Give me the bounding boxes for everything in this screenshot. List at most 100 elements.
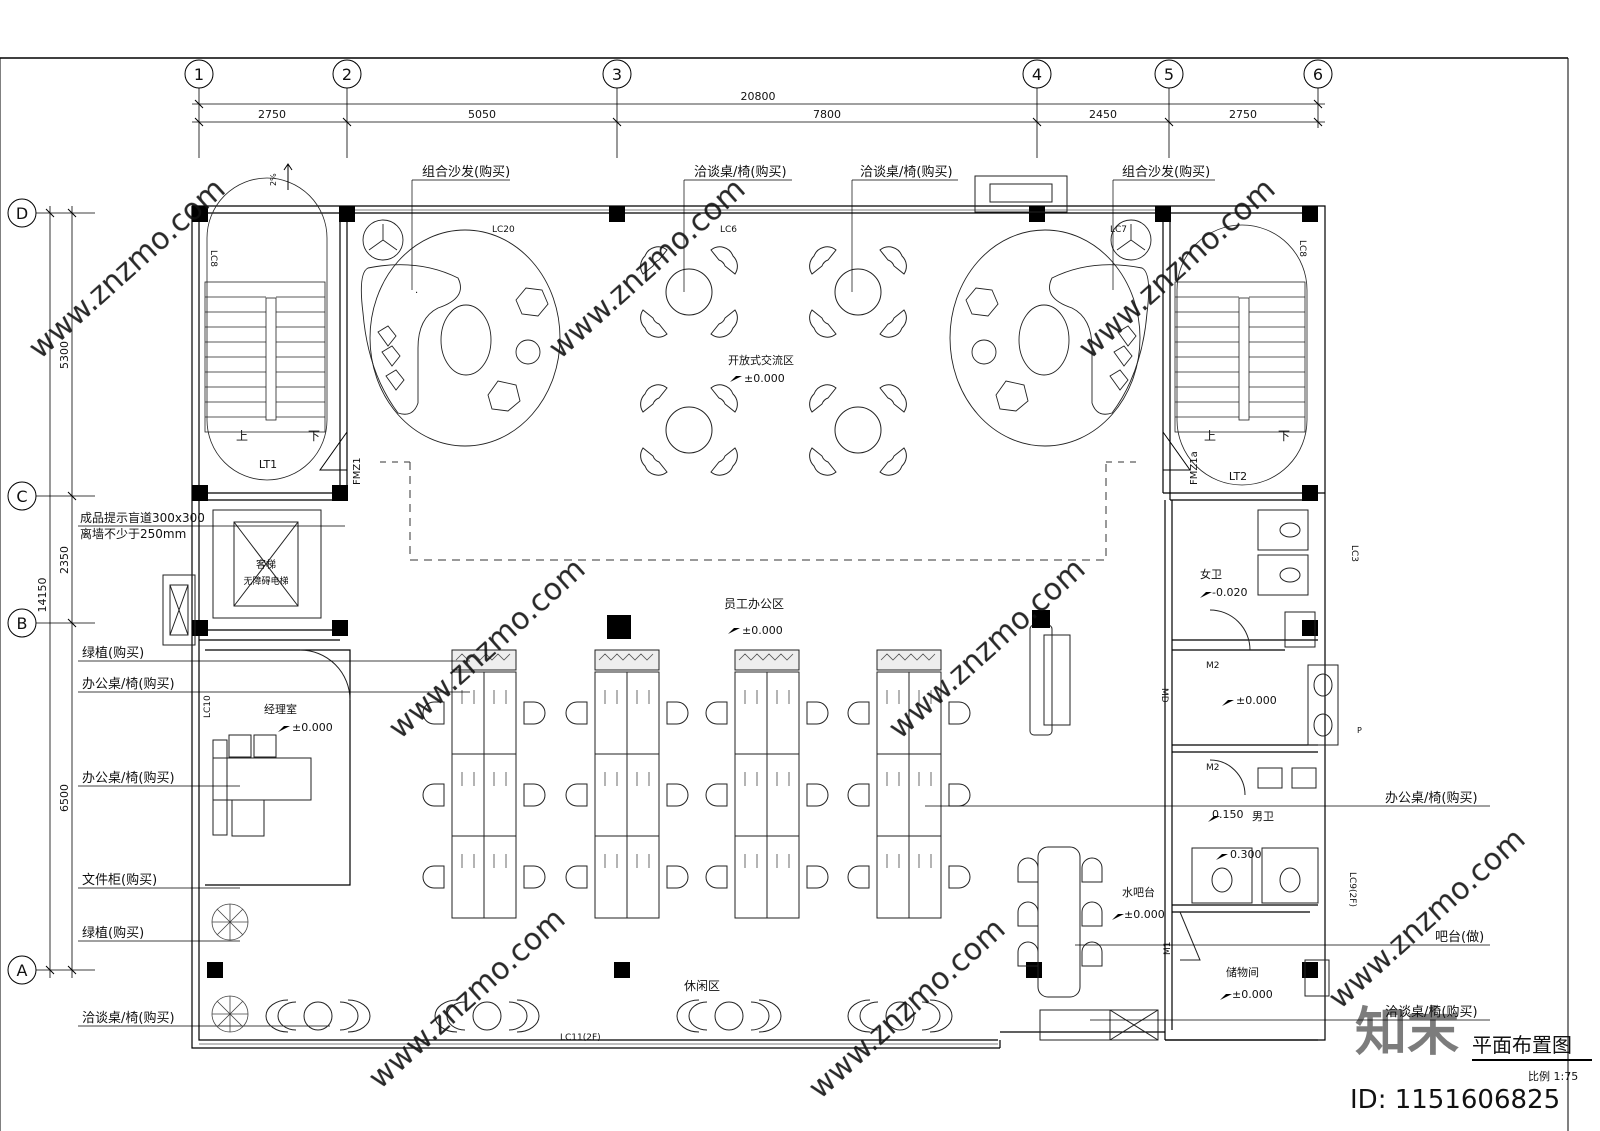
- watermark-text-4: www.znzmo.com: [382, 552, 592, 746]
- stair-right: [1174, 224, 1308, 486]
- elev-women-wc: -0.020: [1212, 586, 1247, 599]
- long-sofa: [1029, 624, 1053, 736]
- dim-left-total: 14150: [36, 578, 49, 613]
- grid-row-d: D: [16, 204, 28, 223]
- callout-desk-1: 办公桌/椅(购买): [82, 676, 175, 692]
- watermark-logo: 知末: [1355, 1003, 1459, 1063]
- label-lc20: LC20: [492, 225, 515, 235]
- note-blind-path-2: 离墙不少于250mm: [80, 526, 186, 541]
- label-md: MD: [1159, 688, 1169, 703]
- label-lc6: LC6: [720, 225, 737, 235]
- grid-col-2: 2: [342, 65, 352, 84]
- stair-left: [204, 177, 328, 481]
- water-bar: [1017, 846, 1159, 1041]
- door-fm-left: FMZ1: [352, 457, 363, 485]
- wash-basins: [1307, 664, 1339, 746]
- label-lc11: LC11(2F): [560, 1033, 601, 1043]
- label-m2-a: M2: [1206, 661, 1220, 671]
- label-women-wc: 女卫: [1200, 567, 1222, 581]
- watermark-text-7: www.znzmo.com: [802, 912, 1012, 1106]
- elev-men-wc: 0.150: [1212, 808, 1244, 821]
- dim-total: 20800: [741, 90, 776, 103]
- label-sofa-right: 组合沙发(购买): [1122, 164, 1210, 180]
- label-lc9: LC9(2F): [1347, 872, 1357, 907]
- stair-right-label: LT2: [1229, 470, 1247, 483]
- elev-open-area: ±0.000: [744, 372, 785, 385]
- callout-desk-2: 办公桌/椅(购买): [82, 770, 175, 786]
- dim-span-5: 2750: [1229, 108, 1257, 121]
- label-table-a: 洽谈桌/椅(购买): [694, 164, 787, 180]
- building-walls: [191, 205, 1326, 1049]
- equipment-unit: [974, 175, 1068, 213]
- elev-storage: ±0.000: [1232, 988, 1273, 1001]
- elev-water-bar: ±0.000: [1124, 908, 1165, 921]
- grid-col-5: 5: [1164, 65, 1174, 84]
- watermark-text-6: www.znzmo.com: [362, 902, 572, 1096]
- elevator-label-2: 无障碍电梯: [243, 575, 288, 587]
- elevator-label: 客梯: [256, 558, 276, 571]
- urinals: [1209, 759, 1317, 796]
- left-callouts: [78, 660, 470, 1027]
- label-men-wc: 男卫: [1252, 810, 1274, 823]
- grid-column-markers: 1 2 3 4 5 6: [184, 59, 1333, 158]
- men-stalls: [1191, 847, 1319, 904]
- grid-col-4: 4: [1032, 65, 1042, 84]
- dim-left-3: 6500: [58, 784, 71, 812]
- dim-span-3: 7800: [813, 108, 841, 121]
- stair-right-up: 上: [1204, 429, 1216, 443]
- label-m1: M1: [1163, 942, 1173, 956]
- elevator-shaft: [162, 509, 322, 646]
- elev-stall: 0.300: [1230, 848, 1262, 861]
- grid-row-markers: D C B A 14150 5300 2350 6500: [7, 198, 95, 985]
- lc8-left: LC8: [208, 250, 218, 267]
- label-sofa-left: 组合沙发(购买): [422, 164, 510, 180]
- callout-table-c: 洽谈桌/椅(购买): [82, 1010, 175, 1026]
- elev-manager: ±0.000: [292, 721, 333, 734]
- manager-desk: [212, 649, 351, 837]
- elev-staff-area: ±0.000: [742, 624, 783, 637]
- sofa-left-dot: ·: [415, 288, 418, 299]
- lc8-right: LC8: [1297, 240, 1307, 257]
- label-p: P: [1357, 726, 1362, 735]
- callout-desk-3: 办公桌/椅(购买): [1385, 790, 1478, 806]
- callout-plants-2: 绿植(购买): [82, 925, 144, 941]
- label-staff-area: 员工办公区: [724, 596, 784, 611]
- office-desks: [422, 649, 971, 919]
- stair-right-down: 下: [1278, 429, 1290, 443]
- grid-row-c: C: [16, 487, 27, 506]
- label-leisure: 休闲区: [684, 979, 720, 993]
- plants-left: [211, 903, 249, 1033]
- label-lc3: LC3: [1349, 545, 1359, 562]
- right-callouts: [925, 805, 1490, 1021]
- callout-table-d: 洽谈桌/椅(购买): [1385, 1004, 1478, 1020]
- grid-col-1: 1: [194, 65, 204, 84]
- note-blind-path: 成品提示盲道300x300: [80, 510, 205, 525]
- door-fm-right: FMZ1a: [1189, 451, 1200, 485]
- grid-row-a: A: [17, 961, 28, 980]
- watermark-id: ID: 1151606825: [1350, 1085, 1560, 1115]
- watermark-text-1: www.znzmo.com: [22, 172, 232, 366]
- stair-left-label: LT1: [259, 458, 277, 471]
- label-m2-b: M2: [1206, 763, 1220, 773]
- women-toilets: [1209, 509, 1316, 651]
- watermark-text-5: www.znzmo.com: [882, 552, 1092, 746]
- grid-col-6: 6: [1313, 65, 1323, 84]
- label-lc7: LC7: [1110, 225, 1127, 235]
- watermark-text-8: www.znzmo.com: [1322, 822, 1532, 1016]
- grid-col-3: 3: [612, 65, 622, 84]
- callout-cabinet: 文件柜(购买): [82, 872, 157, 888]
- top-dimensions: 20800 2750 5050 7800 2450 2750: [192, 90, 1325, 127]
- callout-plants-1: 绿植(购买): [82, 645, 144, 661]
- label-open-area: 开放式交流区: [728, 353, 794, 367]
- structural-columns: [192, 206, 1318, 978]
- dim-span-1: 2750: [258, 108, 286, 121]
- lounge-sofa-right: [949, 219, 1152, 447]
- elev-washroom: ±0.000: [1236, 694, 1277, 707]
- dim-left-1: 5300: [58, 341, 71, 369]
- label-water-bar: 水吧台: [1122, 885, 1155, 899]
- stair-left-up: 上: [236, 429, 248, 443]
- label-table-b: 洽谈桌/椅(购买): [860, 164, 953, 180]
- stair-left-down: 下: [308, 429, 320, 443]
- drawing-title: 平面布置图: [1472, 1033, 1572, 1057]
- leisure-tables: [265, 999, 953, 1033]
